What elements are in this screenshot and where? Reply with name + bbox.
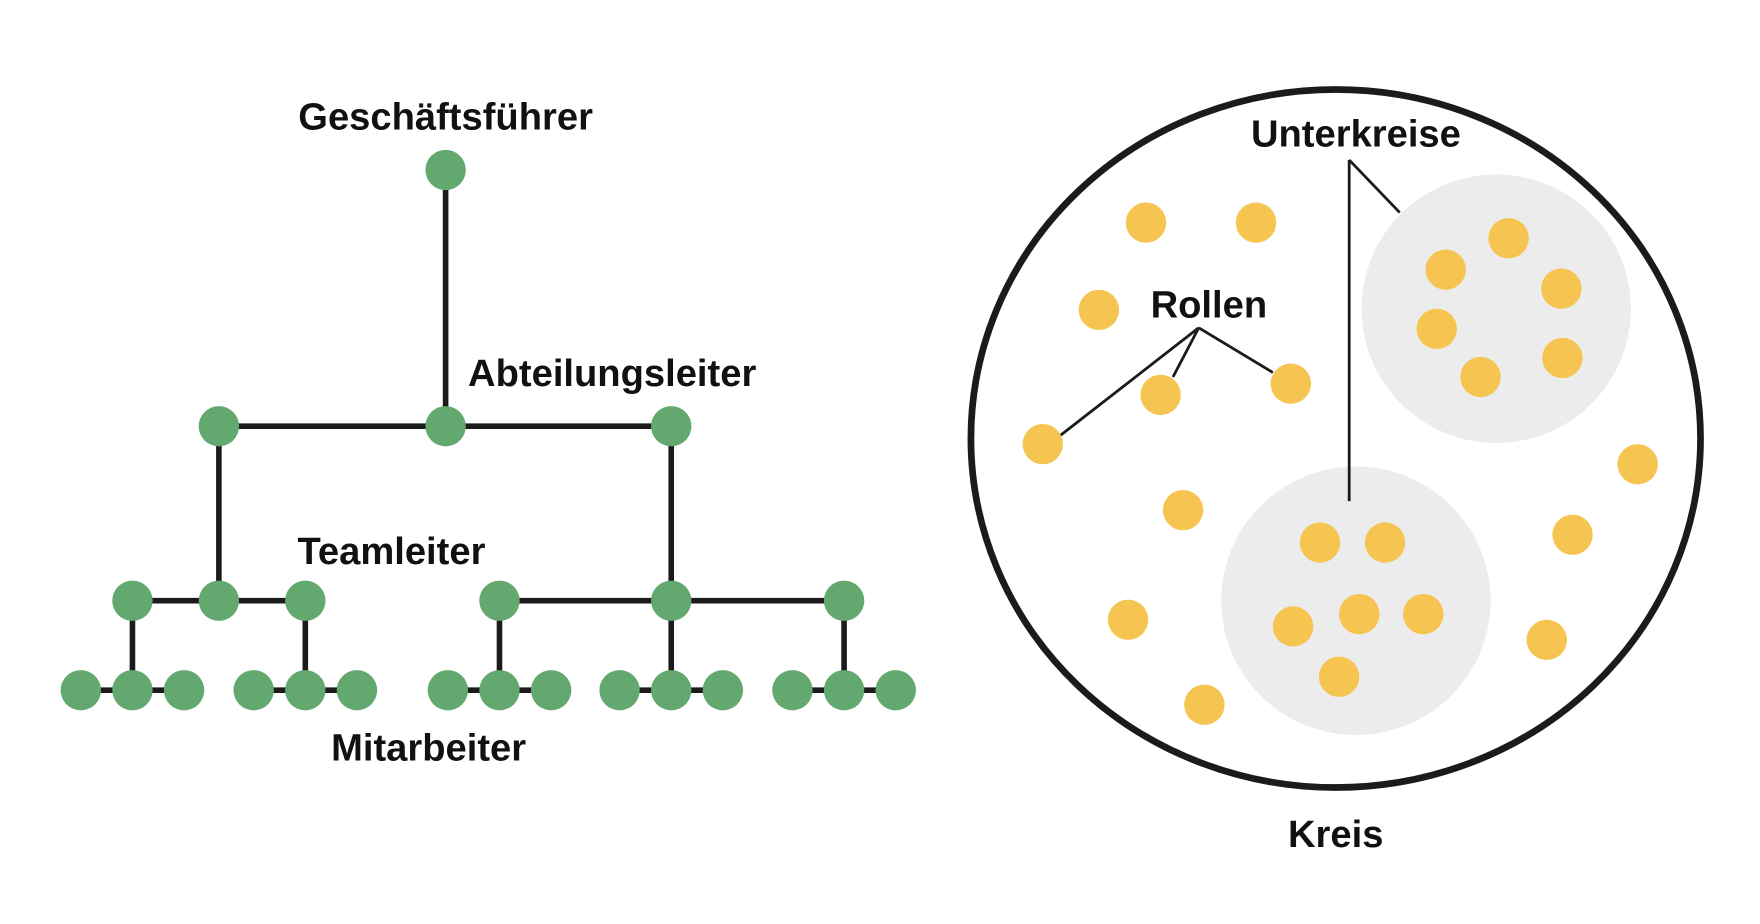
role-dot	[1403, 594, 1444, 635]
tree-node	[427, 670, 469, 711]
tree-node	[772, 670, 813, 711]
tree-node	[651, 406, 692, 447]
role-dot	[1140, 374, 1181, 416]
tree-node	[336, 670, 378, 711]
tree-node	[702, 670, 744, 711]
role-dots	[1022, 202, 1658, 725]
tree-node	[233, 670, 274, 711]
role-dot	[1184, 684, 1225, 725]
tree-node	[198, 580, 240, 621]
role-dot	[1617, 444, 1658, 485]
role-dot	[1299, 522, 1341, 563]
tree-nodes	[60, 149, 916, 711]
tree-node	[112, 670, 153, 711]
label-circle: Kreis	[1288, 814, 1383, 856]
tree-node	[651, 580, 692, 621]
label-team-leads: Teamleiter	[297, 531, 485, 573]
hierarchy-tree: Geschäftsführer Abteilungsleiter Teamlei…	[60, 97, 916, 770]
tree-node	[112, 580, 153, 621]
tree-node	[823, 580, 865, 621]
tree-node	[479, 670, 520, 711]
tree-node	[285, 580, 326, 621]
label-employees: Mitarbeiter	[331, 728, 526, 770]
tree-node	[599, 670, 640, 711]
tree-node	[198, 406, 240, 447]
tree-node	[425, 406, 466, 447]
role-dot	[1078, 289, 1120, 330]
role-dot	[1541, 268, 1582, 309]
tree-node	[163, 670, 205, 711]
subcircle-1	[1361, 174, 1631, 443]
label-department-heads: Abteilungsleiter	[468, 353, 756, 395]
main-circle	[967, 86, 1704, 791]
role-dot	[1526, 619, 1567, 660]
tree-node	[530, 670, 572, 711]
tree-node	[479, 580, 520, 621]
role-dot	[1416, 308, 1457, 350]
tree-node	[651, 670, 692, 711]
role-dot	[1022, 423, 1063, 465]
role-dot	[1162, 489, 1204, 531]
holacracy-circle: Unterkreise Rollen Kreis	[967, 86, 1704, 856]
role-dot	[1339, 594, 1380, 635]
role-dot	[1425, 249, 1466, 290]
label-ceo: Geschäftsführer	[298, 97, 593, 139]
label-roles: Rollen	[1151, 285, 1268, 327]
pointer-lines	[1059, 158, 1401, 502]
tree-node	[60, 670, 102, 711]
role-dot	[1272, 606, 1314, 647]
role-dot	[1125, 202, 1167, 243]
tree-node	[425, 149, 466, 191]
role-dot	[1542, 337, 1583, 379]
role-dot	[1235, 202, 1277, 243]
tree-node	[875, 670, 916, 711]
label-subcircles: Unterkreise	[1251, 114, 1461, 156]
tree-node	[285, 670, 326, 711]
tree-node	[823, 670, 865, 711]
role-dot	[1552, 514, 1593, 555]
role-dot	[1318, 656, 1360, 697]
role-dot	[1364, 522, 1406, 563]
role-dot	[1270, 363, 1312, 404]
role-dot	[1107, 599, 1149, 640]
role-dot	[1460, 356, 1501, 398]
role-dot	[1488, 218, 1529, 259]
